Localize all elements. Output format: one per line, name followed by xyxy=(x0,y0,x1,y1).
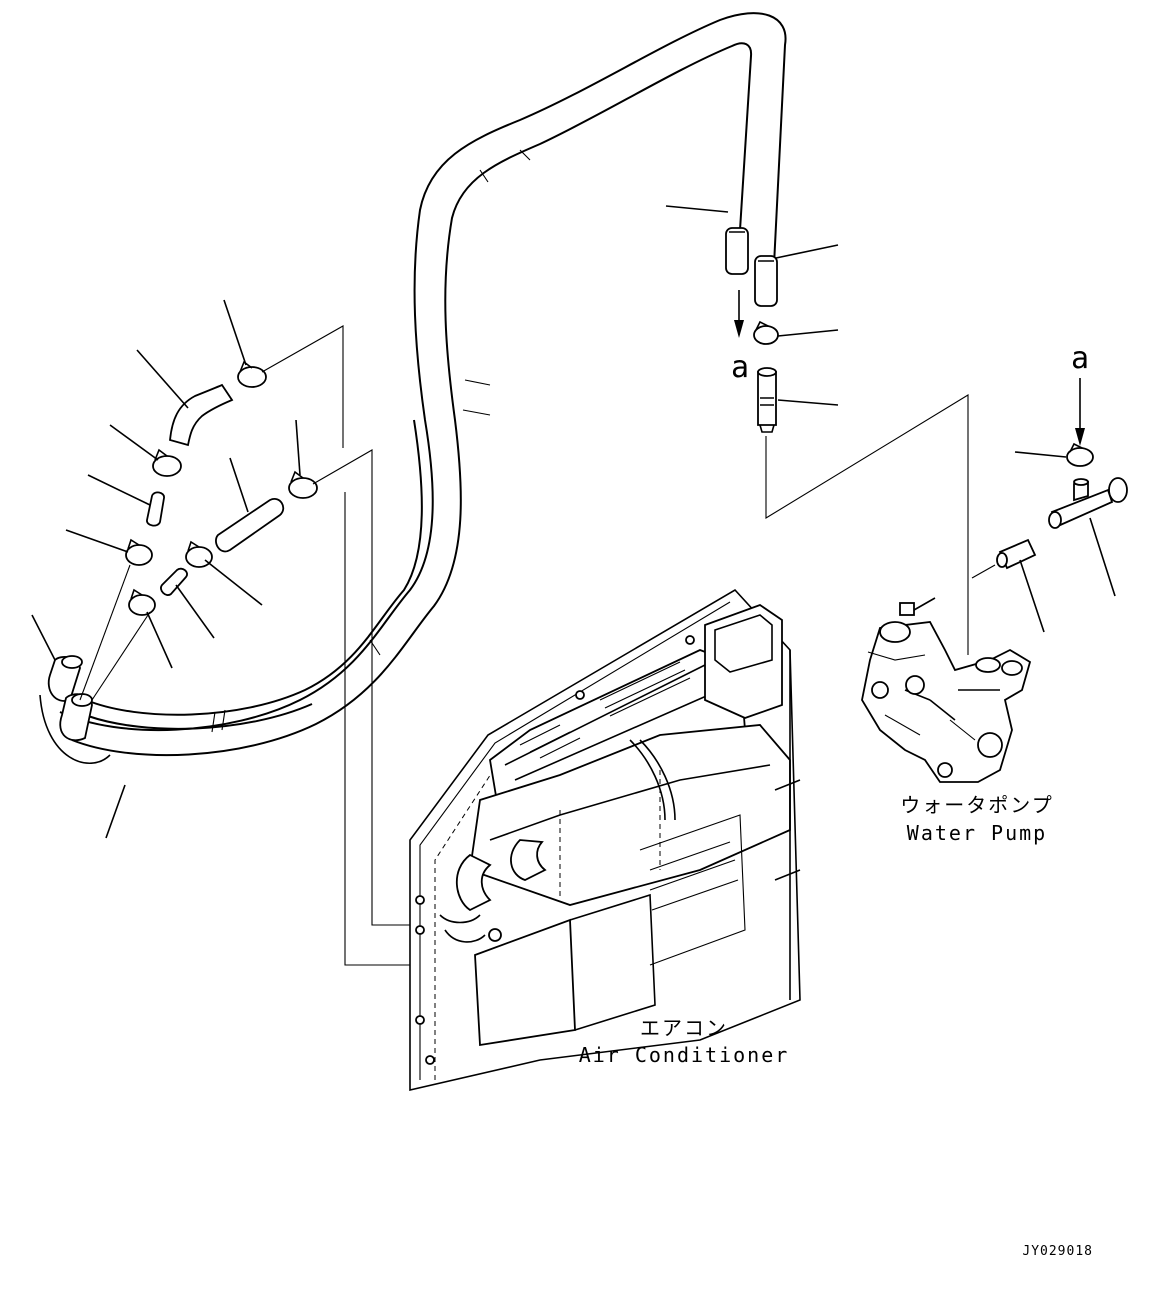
hose-clamp-6-icon xyxy=(128,588,156,616)
hose-clamp-3-icon xyxy=(288,470,318,499)
reference-a-right: a xyxy=(1071,341,1089,376)
hose-clamp-4-icon xyxy=(125,538,153,566)
hose-clamp-8-icon xyxy=(1066,447,1094,467)
short-pipe-2-icon xyxy=(160,567,188,596)
hose-clamp-1-icon xyxy=(237,360,267,388)
water-pump-drawing xyxy=(861,597,1032,783)
water-pump-fittings xyxy=(971,378,1128,633)
reference-a-top: a xyxy=(731,350,749,385)
hose-clamp-5-icon xyxy=(185,540,213,568)
left-clamps-and-hoses xyxy=(31,299,410,966)
air-conditioner-label-jp: エアコン xyxy=(640,1016,728,1040)
left-hose-ends xyxy=(39,655,111,765)
heater-hose-assembly xyxy=(59,12,787,757)
curved-hose-icon xyxy=(169,383,234,447)
water-pump-label-jp: ウォータポンプ xyxy=(900,793,1053,817)
hose-clamp-2-icon xyxy=(152,448,182,477)
water-pump-label-en: Water Pump xyxy=(907,821,1047,845)
air-conditioner-drawing xyxy=(409,588,801,1092)
short-pipe-1-icon xyxy=(146,491,165,527)
straight-hose-icon xyxy=(215,498,285,553)
hose-clamp-7-icon xyxy=(753,325,779,345)
upper-fittings xyxy=(665,205,969,655)
drawing-code: JY029018 xyxy=(1022,1244,1093,1259)
air-conditioner-label-en: Air Conditioner xyxy=(579,1043,790,1067)
